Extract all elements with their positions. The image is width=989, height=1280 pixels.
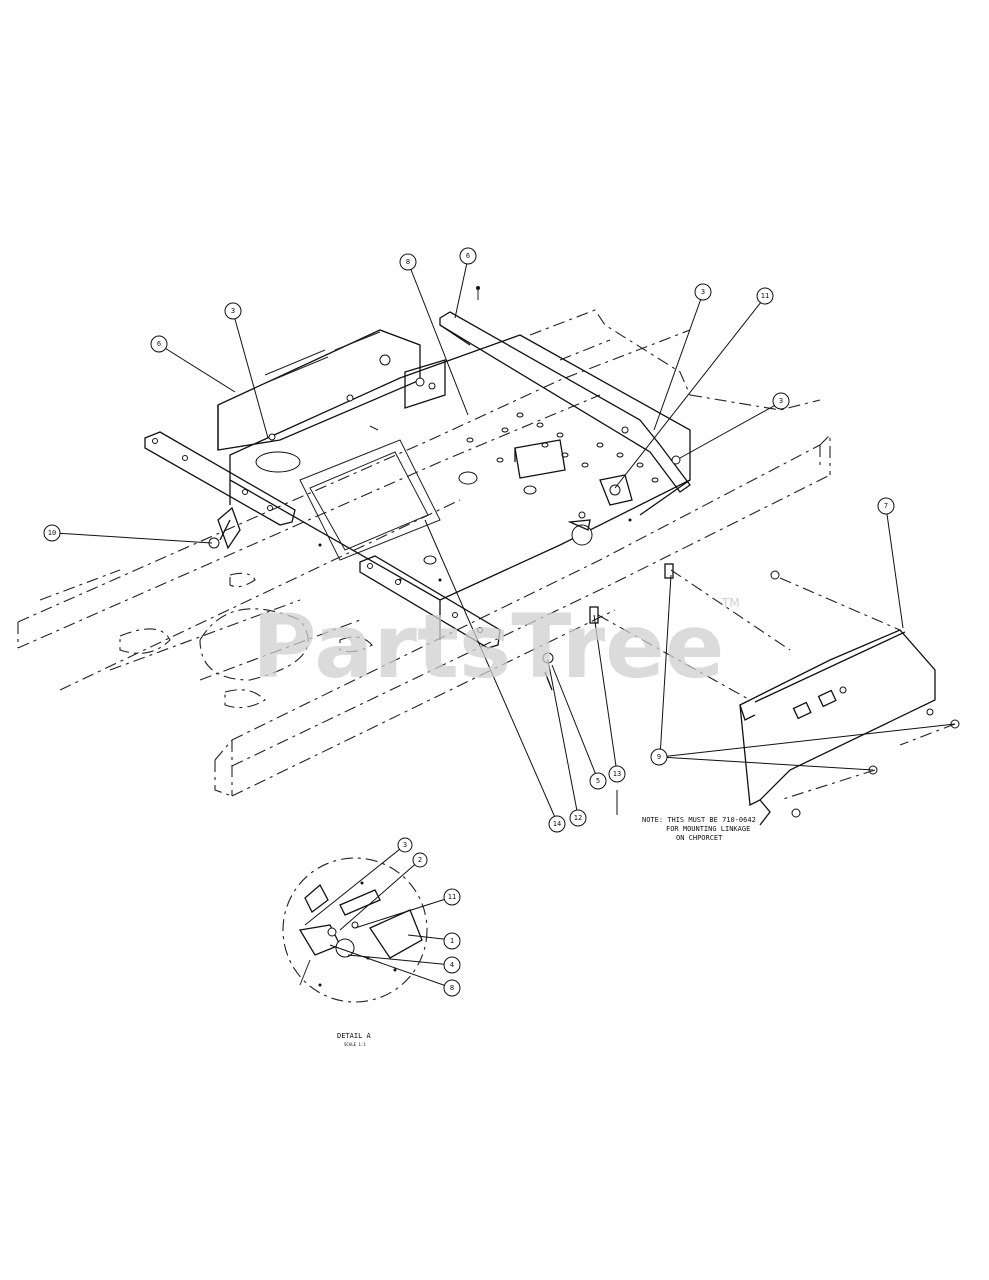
watermark-text: PartsTree bbox=[252, 595, 724, 698]
svg-text:4: 4 bbox=[450, 961, 454, 969]
callout-balloon[interactable]: 9 bbox=[650, 748, 668, 766]
callout-balloon[interactable]: 3 bbox=[224, 302, 242, 320]
detail-label: DETAIL A SCALE 1:1 bbox=[337, 1032, 372, 1047]
svg-text:6: 6 bbox=[466, 252, 470, 260]
callout-balloon[interactable]: 2 bbox=[412, 852, 428, 868]
svg-text:13: 13 bbox=[613, 770, 621, 778]
callout-balloon[interactable]: 10 bbox=[43, 524, 61, 542]
left-bracket bbox=[217, 329, 446, 451]
svg-text:7: 7 bbox=[884, 502, 888, 510]
svg-text:12: 12 bbox=[574, 814, 582, 822]
svg-text:3: 3 bbox=[403, 841, 407, 849]
svg-text:14: 14 bbox=[553, 820, 561, 828]
callout-balloon[interactable]: 11 bbox=[756, 287, 774, 305]
mounting-note: NOTE: THIS MUST BE 710-0642 FOR MOUNTING… bbox=[642, 816, 756, 842]
svg-text:11: 11 bbox=[448, 893, 456, 901]
upper-shield bbox=[439, 286, 691, 493]
callout-balloon[interactable]: 7 bbox=[877, 497, 895, 515]
detail-title: DETAIL A bbox=[337, 1032, 372, 1040]
callout-balloon[interactable]: 5 bbox=[589, 772, 607, 790]
callout-balloon[interactable]: 12 bbox=[569, 809, 587, 827]
note-line-2: FOR MOUNTING LINKAGE bbox=[666, 825, 750, 833]
svg-text:3: 3 bbox=[779, 397, 783, 405]
detail-scale: SCALE 1:1 bbox=[344, 1042, 366, 1047]
callout-balloon[interactable]: 6 bbox=[459, 247, 477, 265]
svg-text:8: 8 bbox=[406, 258, 410, 266]
svg-text:3: 3 bbox=[231, 307, 235, 315]
svg-text:6: 6 bbox=[157, 340, 161, 348]
detail-a bbox=[282, 857, 428, 1003]
right-shield bbox=[597, 569, 960, 826]
leader-lines bbox=[54, 257, 956, 989]
right-cross-bar bbox=[359, 555, 501, 649]
svg-text:1: 1 bbox=[450, 937, 454, 945]
center-plate bbox=[229, 334, 691, 640]
callout-balloon[interactable]: 3 bbox=[694, 283, 712, 301]
callout-balloon[interactable]: 8 bbox=[399, 253, 417, 271]
plate-brackets bbox=[514, 439, 633, 519]
callout-balloon[interactable]: 8 bbox=[443, 979, 461, 997]
svg-text:2: 2 bbox=[418, 856, 422, 864]
watermark-logo: PartsTree TM bbox=[252, 595, 740, 698]
note-line-1: NOTE: THIS MUST BE 710-0642 bbox=[642, 816, 756, 824]
callout-balloon[interactable]: 11 bbox=[443, 888, 461, 906]
callout-balloon[interactable]: 6 bbox=[150, 335, 168, 353]
callout-balloon[interactable]: 4 bbox=[443, 956, 461, 974]
svg-text:10: 10 bbox=[48, 529, 56, 537]
note-line-3: ON CHPORCET bbox=[676, 834, 723, 842]
callout-balloon[interactable]: 1 bbox=[443, 932, 461, 950]
left-cross-bar bbox=[144, 431, 296, 550]
svg-text:9: 9 bbox=[657, 753, 661, 761]
callout-balloon[interactable]: 3 bbox=[397, 837, 413, 853]
svg-text:11: 11 bbox=[761, 292, 769, 300]
callout-balloon[interactable]: 14 bbox=[548, 815, 566, 833]
callout-balloon[interactable]: 3 bbox=[772, 392, 790, 410]
watermark-trademark: TM bbox=[721, 596, 740, 610]
callouts: 8 6 3 6 3 11 3 7 10 9 14 12 5 13 3 2 11 … bbox=[43, 247, 895, 997]
svg-text:8: 8 bbox=[450, 984, 454, 992]
svg-text:5: 5 bbox=[596, 777, 600, 785]
svg-text:3: 3 bbox=[701, 288, 705, 296]
callout-balloon[interactable]: 13 bbox=[608, 765, 626, 783]
